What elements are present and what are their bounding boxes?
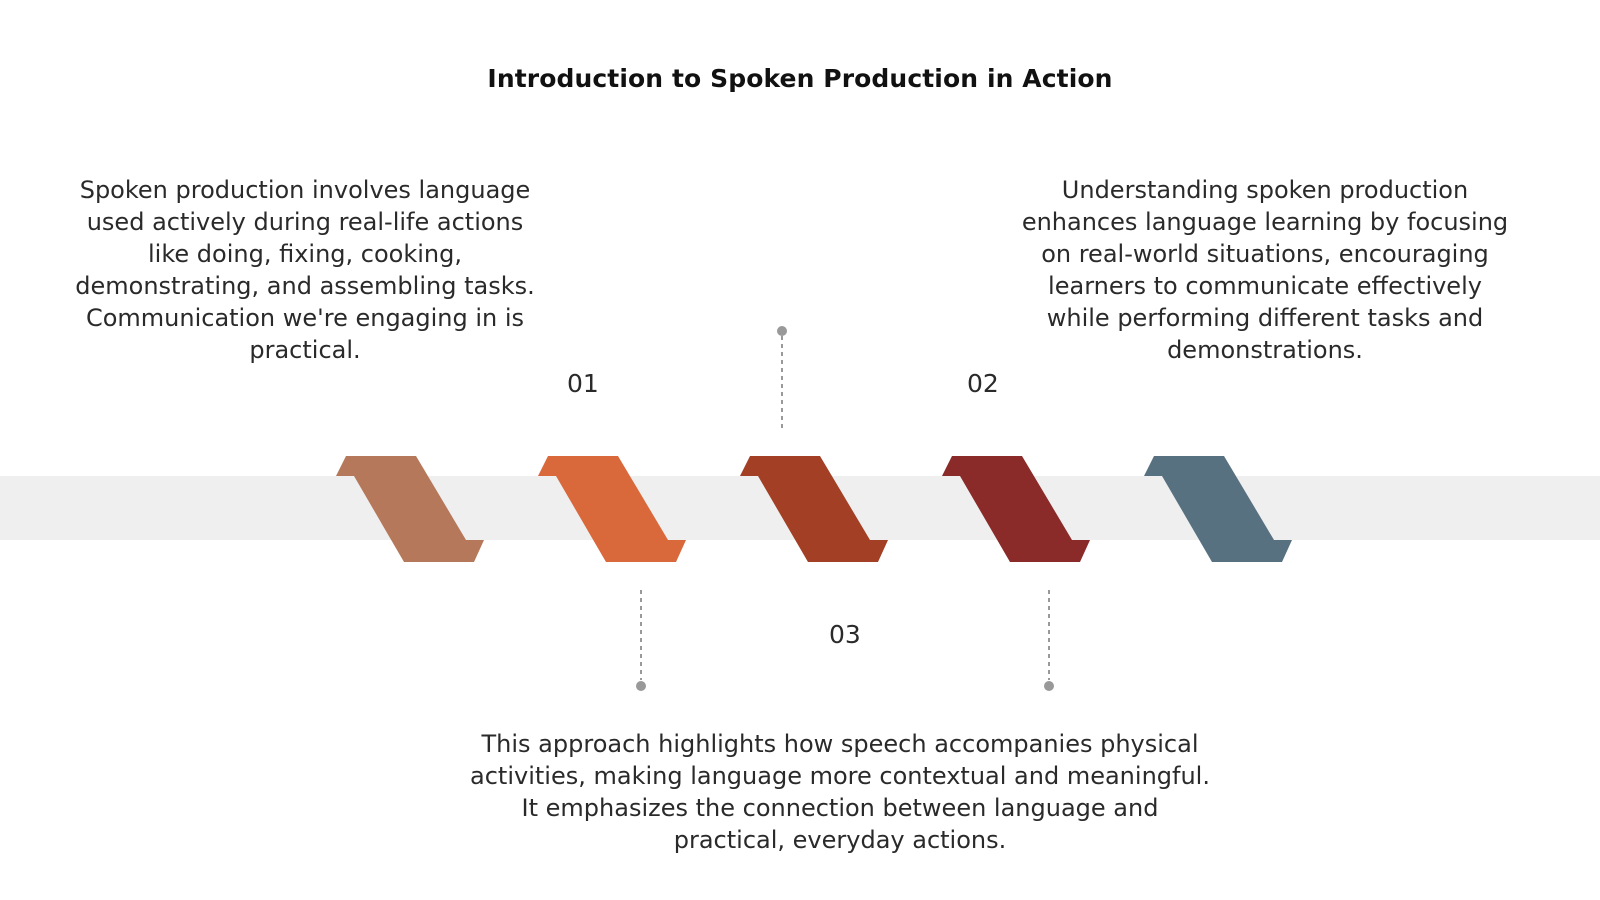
connector-step-bottom-left [636, 590, 646, 691]
connector-step-top [777, 326, 787, 430]
chevron-5 [1144, 456, 1292, 562]
step-2-number: 02 [967, 369, 999, 398]
connector-dot [1044, 681, 1054, 691]
chevron-2 [538, 456, 686, 562]
step-3-description: This approach highlights how speech acco… [470, 730, 1210, 854]
step-1-description: Spoken production involves language used… [75, 176, 535, 364]
chevron-1 [336, 456, 484, 562]
connector-dot [777, 326, 787, 336]
chevron-group [336, 456, 1292, 562]
connector-step-bottom-right [1044, 590, 1054, 691]
step-1-number: 01 [567, 369, 599, 398]
chevron-4 [942, 456, 1090, 562]
step-3-number: 03 [829, 620, 861, 649]
page-title: Introduction to Spoken Production in Act… [487, 64, 1113, 93]
chevron-3 [740, 456, 888, 562]
step-2-description: Understanding spoken production enhances… [1021, 176, 1509, 364]
connector-dot [636, 681, 646, 691]
